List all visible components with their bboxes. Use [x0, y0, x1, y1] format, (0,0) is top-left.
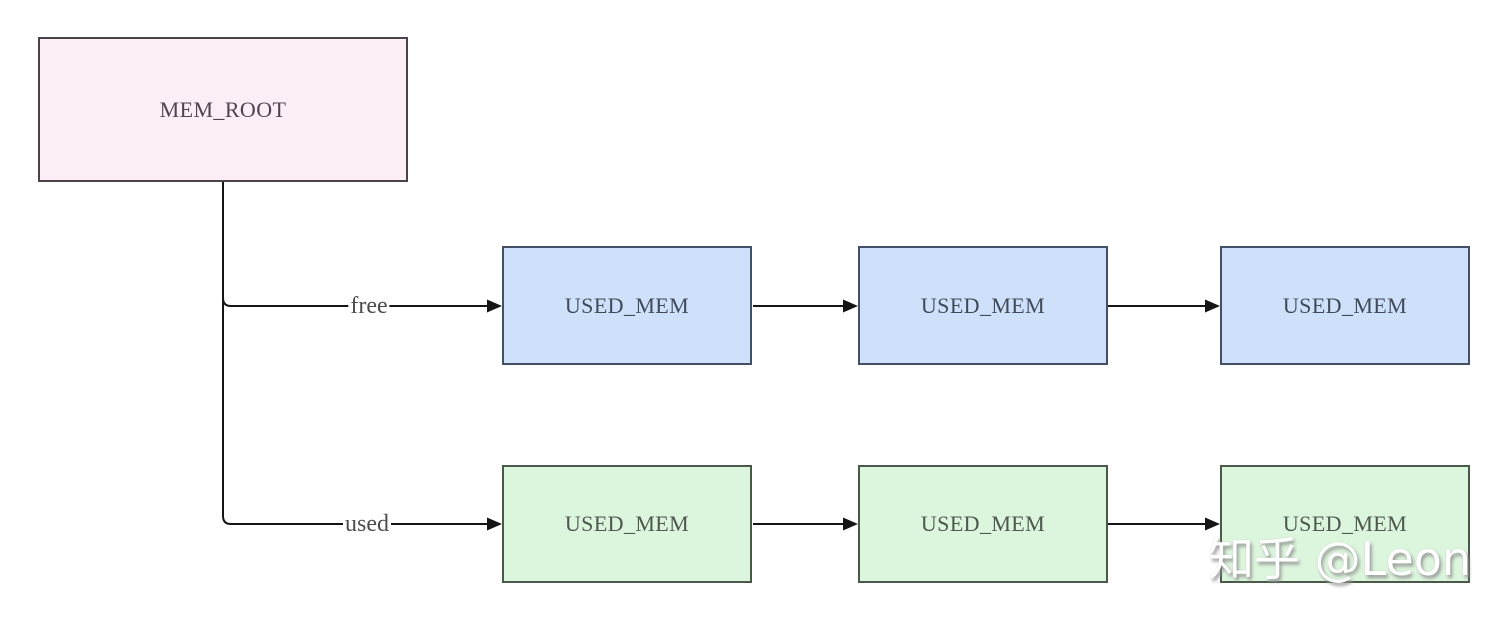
watermark: 知乎 @Leon: [1208, 532, 1472, 586]
edge-root-used-line: [222, 182, 488, 525]
node-used-mem-used-1: USED_MEM: [502, 465, 752, 583]
node-label: USED_MEM: [564, 511, 690, 536]
node-label: USED_MEM: [564, 292, 690, 318]
node-label: USED_MEM: [1282, 511, 1408, 536]
node-used-mem-used-3: USED_MEM: [1220, 465, 1470, 583]
node-label: USED_MEM: [1282, 292, 1408, 318]
edge-label-used: used: [343, 510, 391, 538]
node-mem-root-label: MEM_ROOT: [159, 96, 287, 122]
node-used-mem-free-1: USED_MEM: [502, 246, 752, 365]
arrowhead-used-icon: [487, 517, 502, 531]
arrowhead-free2-icon: [843, 299, 858, 313]
node-label: USED_MEM: [920, 292, 1046, 318]
node-used-mem-free-2: USED_MEM: [858, 246, 1108, 365]
node-used-mem-free-3: USED_MEM: [1220, 246, 1470, 365]
arrowhead-free3-icon: [1205, 299, 1220, 313]
edge-label-free: free: [348, 292, 390, 320]
arrowhead-used3-icon: [1205, 517, 1220, 531]
arrowhead-free-icon: [487, 299, 502, 313]
arrowhead-used2-icon: [843, 517, 858, 531]
edge-root-free-line: [222, 297, 488, 307]
node-used-mem-used-2: USED_MEM: [858, 465, 1108, 583]
node-label: USED_MEM: [920, 511, 1046, 536]
node-mem-root: MEM_ROOT: [38, 37, 408, 182]
